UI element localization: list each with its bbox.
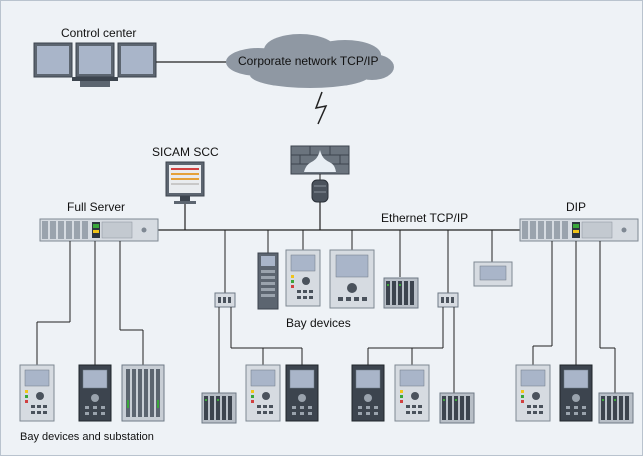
bay-device-dark [351,364,385,422]
firewall-icon [290,145,350,175]
switch-right [437,292,459,308]
display-panel [473,261,513,287]
router-icon [311,179,329,203]
bay-device-tall [257,252,279,310]
bay-device-dark [559,364,593,422]
bay-device [515,364,551,422]
full-server-device [39,218,159,242]
io-module [439,392,475,424]
dip-label: DIP [566,200,587,214]
bay-device-large [329,249,375,309]
switch-left [214,292,236,308]
dip-device [519,218,639,242]
io-module [598,392,634,424]
bay-devices-substation-label: Bay devices and substation [20,431,154,443]
full-server-label: Full Server [67,200,126,214]
wireless-link-icon [314,91,328,125]
bay-device [285,249,321,307]
io-module [201,392,237,424]
ethernet-label: Ethernet TCP/IP [381,211,469,225]
sicam-scc-label: SICAM SCC [152,145,219,159]
bay-devices-label: Bay devices [286,316,351,330]
bay-device-dark [285,364,319,422]
bay-device [19,364,55,422]
bay-device-dark [78,364,112,422]
io-module [383,277,419,309]
bay-device [245,364,281,422]
substation-rack [121,364,165,422]
control-center-label: Control center [61,26,137,40]
bay-device [394,364,430,422]
corporate-network-label: Corporate network TCP/IP [238,54,379,68]
control-center-workstation [33,42,232,87]
corporate-network-cloud [226,34,394,88]
sicam-scc-workstation [165,161,205,204]
